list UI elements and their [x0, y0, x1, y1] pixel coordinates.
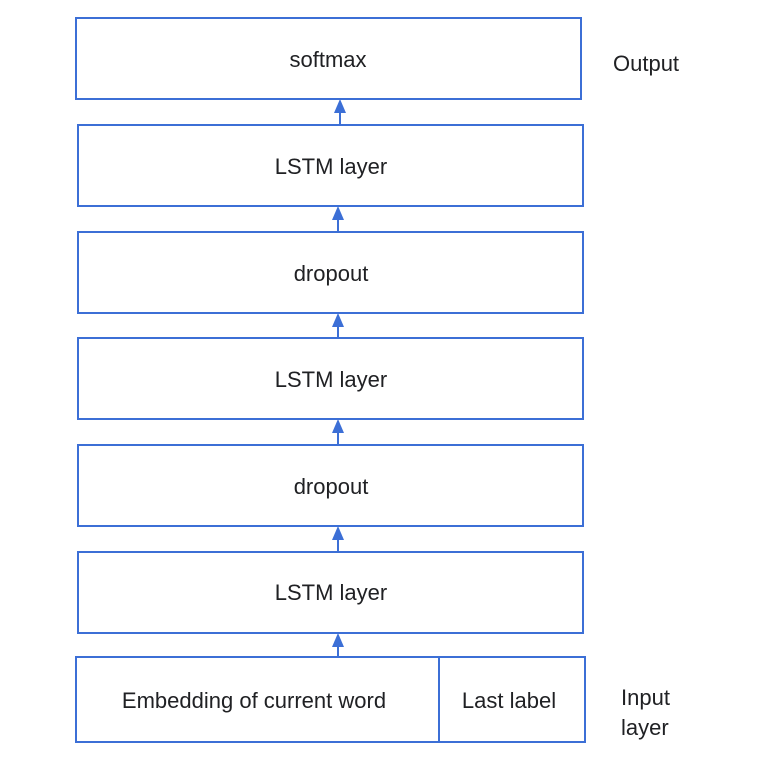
output-label: Output	[613, 51, 679, 76]
arrow-lstm3-to-softmax	[334, 99, 346, 125]
lstm-layer-3: LSTM layer	[77, 124, 584, 207]
lstm-layer-2-box	[77, 337, 584, 420]
softmax-box	[75, 17, 582, 100]
arrow-lstm1-to-dropout1	[332, 526, 344, 552]
input-layer: Embedding of current word Last label	[75, 656, 586, 743]
lstm-layer-1-box	[77, 551, 584, 634]
lstm-layer-1: LSTM layer	[77, 551, 584, 634]
lstm-layer-3-box	[77, 124, 584, 207]
dropout-layer-2: dropout	[77, 231, 584, 314]
dropout-layer-1: dropout	[77, 444, 584, 527]
arrow-dropout2-to-lstm3	[332, 206, 344, 232]
input-layer-box	[75, 656, 586, 743]
dropout-layer-1-box	[77, 444, 584, 527]
lstm-layer-3-label: LSTM layer	[275, 154, 387, 179]
input-layer-label-line1: Input	[621, 685, 670, 710]
arrow-lstm2-to-dropout2	[332, 313, 344, 338]
softmax-layer: softmax	[75, 17, 582, 100]
dropout-layer-2-box	[77, 231, 584, 314]
input-layer-label-line2: layer	[621, 715, 669, 740]
dropout-layer-1-label: dropout	[294, 474, 369, 499]
last-label-label: Last label	[462, 688, 556, 713]
lstm-layer-1-label: LSTM layer	[275, 580, 387, 605]
softmax-label: softmax	[289, 47, 366, 72]
dropout-layer-2-label: dropout	[294, 261, 369, 286]
arrow-dropout1-to-lstm2	[332, 419, 344, 445]
embedding-current-word-label: Embedding of current word	[122, 688, 386, 713]
lstm-layer-2: LSTM layer	[77, 337, 584, 420]
arrow-input-to-lstm1	[332, 633, 344, 657]
lstm-layer-2-label: LSTM layer	[275, 367, 387, 392]
